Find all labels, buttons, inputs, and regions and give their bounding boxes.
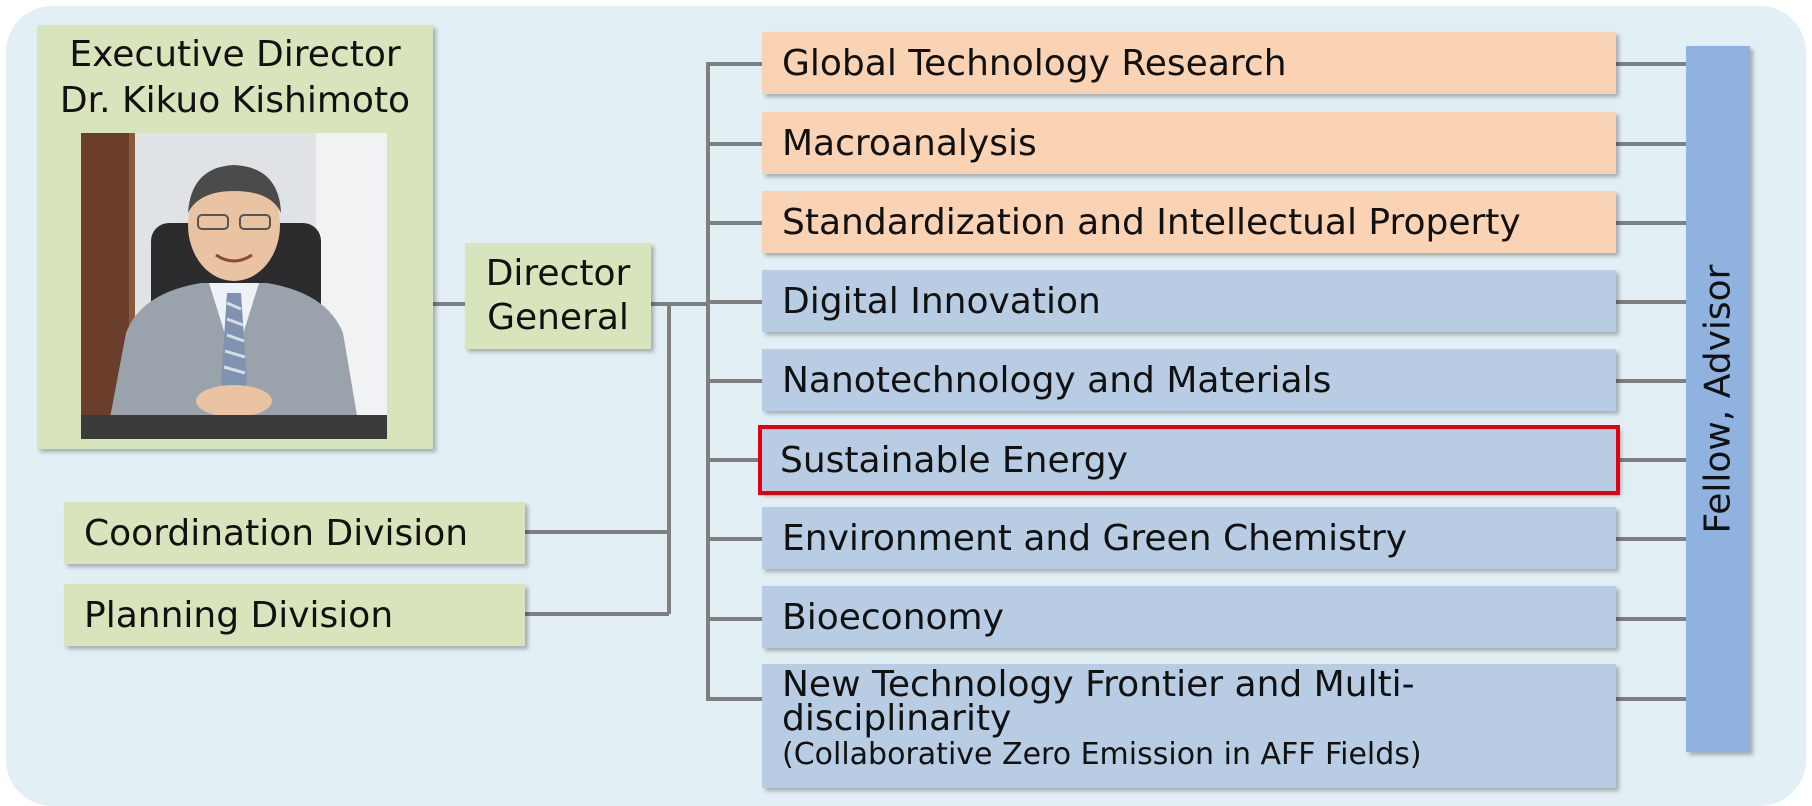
unit-environment-green-chemistry: Environment and Green Chemistry [762, 507, 1616, 569]
unit-label-note: (Collaborative Zero Emission in AFF Fiel… [782, 737, 1422, 772]
director-general-line2: General [487, 297, 629, 338]
portrait-image [81, 133, 387, 439]
fellow-advisor-box: Fellow, Advisor [1686, 46, 1750, 752]
unit-standardization-ip: Standardization and Intellectual Propert… [762, 191, 1616, 253]
unit-label: Global Technology Research [782, 42, 1287, 84]
unit-label: Nanotechnology and Materials [782, 359, 1332, 401]
unit-label: Macroanalysis [782, 122, 1037, 164]
executive-director-box: Executive Director Dr. Kikuo Kishimoto [37, 25, 433, 449]
director-general-box: Director General [465, 243, 651, 349]
division-coordination: Coordination Division [64, 502, 525, 564]
unit-bioeconomy: Bioeconomy [762, 586, 1616, 648]
unit-label: Sustainable Energy [780, 439, 1128, 481]
executive-director-photo [81, 133, 387, 439]
unit-label: Bioeconomy [782, 596, 1004, 638]
unit-label-line1: New Technology Frontier and Multi- [782, 664, 1415, 705]
executive-director-name: Dr. Kikuo Kishimoto [59, 80, 411, 121]
division-planning: Planning Division [64, 584, 525, 646]
unit-nanotechnology-materials: Nanotechnology and Materials [762, 349, 1616, 411]
unit-global-technology-research: Global Technology Research [762, 32, 1616, 94]
fellow-advisor-label: Fellow, Advisor [1697, 264, 1739, 534]
unit-label: Standardization and Intellectual Propert… [782, 201, 1521, 243]
unit-label: Environment and Green Chemistry [782, 517, 1408, 559]
division-label: Coordination Division [84, 512, 469, 554]
unit-macroanalysis: Macroanalysis [762, 112, 1616, 174]
division-label: Planning Division [84, 594, 394, 636]
unit-label-line2: disciplinarity [782, 698, 1012, 739]
unit-new-technology-frontier: New Technology Frontier and Multi- disci… [762, 664, 1616, 788]
director-general-line1: Director [485, 253, 631, 294]
unit-sustainable-energy: Sustainable Energy [758, 425, 1620, 495]
unit-label: Digital Innovation [782, 280, 1101, 322]
executive-director-title: Executive Director [69, 34, 401, 75]
unit-digital-innovation: Digital Innovation [762, 270, 1616, 332]
